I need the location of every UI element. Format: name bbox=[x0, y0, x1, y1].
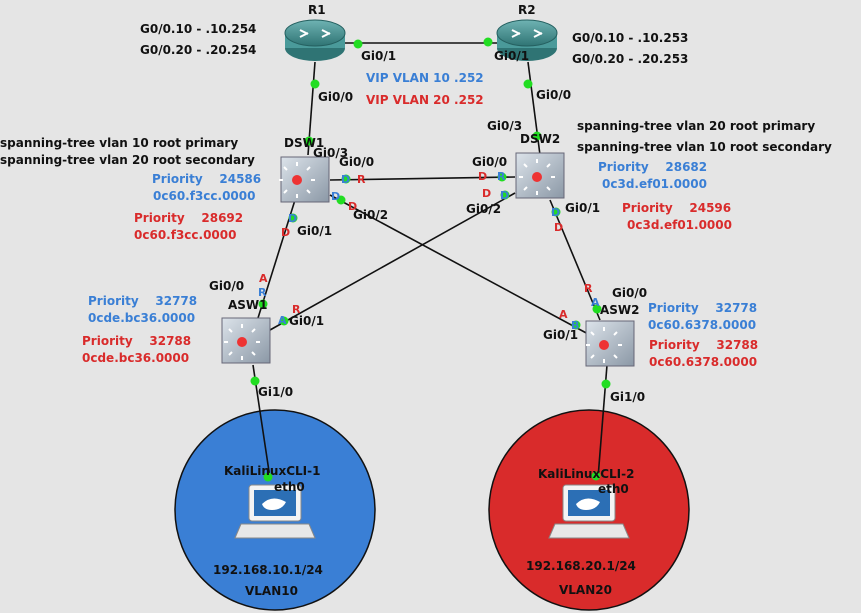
asw2-label: ASW2 bbox=[600, 303, 640, 317]
stp-role: D bbox=[281, 226, 290, 239]
port-label: Gi0/0 bbox=[536, 88, 571, 102]
asw1-mac-vlan10: 0cde.bc36.0000 bbox=[88, 311, 195, 325]
asw1-label: ASW1 bbox=[228, 298, 268, 312]
asw2-priority-vlan20: Priority 32788 bbox=[649, 338, 758, 352]
stp-role: R bbox=[292, 303, 301, 316]
link-dsw1-asw2[interactable] bbox=[329, 194, 591, 336]
dsw2-cfg2: spanning-tree vlan 10 root secondary bbox=[577, 140, 832, 154]
dsw1-priority-vlan20: Priority 28692 bbox=[134, 211, 243, 225]
stp-role: D bbox=[554, 221, 563, 234]
host1-name: KaliLinuxCLI-1 bbox=[224, 464, 320, 478]
stp-role: D bbox=[331, 190, 340, 203]
port-label: Gi0/0 bbox=[612, 286, 647, 300]
dsw1-cfg1: spanning-tree vlan 10 root primary bbox=[0, 136, 238, 150]
stp-role: D bbox=[341, 173, 350, 186]
host2-name: KaliLinuxCLI-2 bbox=[538, 467, 634, 481]
switch-asw1[interactable] bbox=[221, 317, 271, 364]
host1-iface: eth0 bbox=[274, 480, 305, 494]
port-label: Gi0/1 bbox=[494, 49, 529, 63]
port-label: Gi0/2 bbox=[466, 202, 501, 216]
stp-role: B bbox=[571, 319, 579, 332]
asw1-mac-vlan20: 0cde.bc36.0000 bbox=[82, 351, 189, 365]
port-label: Gi1/0 bbox=[258, 385, 293, 399]
port-label: Gi0/1 bbox=[361, 49, 396, 63]
stp-role: A bbox=[278, 314, 287, 327]
links bbox=[252, 42, 608, 479]
computer-icon-host1[interactable] bbox=[234, 484, 316, 539]
link-status-dots bbox=[250, 37, 611, 482]
dsw1-cfg2: spanning-tree vlan 20 root secondary bbox=[0, 153, 255, 167]
port-label: Gi0/0 bbox=[209, 279, 244, 293]
port-label: Gi0/1 bbox=[565, 201, 600, 215]
port-label: Gi1/0 bbox=[610, 390, 645, 404]
stp-role: A bbox=[591, 296, 600, 309]
stp-role: D bbox=[478, 170, 487, 183]
dsw2-priority-vlan10: Priority 28682 bbox=[598, 160, 707, 174]
dsw2-mac-vlan10: 0c3d.ef01.0000 bbox=[602, 177, 707, 191]
r2-label: R2 bbox=[518, 3, 536, 17]
asw2-mac-vlan10: 0c60.6378.0000 bbox=[648, 318, 756, 332]
port-label: Gi0/1 bbox=[543, 328, 578, 342]
dsw1-mac-vlan20: 0c60.f3cc.0000 bbox=[134, 228, 236, 242]
port-label: Gi0/3 bbox=[487, 119, 522, 133]
vip-vlan10: VIP VLAN 10 .252 bbox=[366, 71, 484, 85]
stp-role: R bbox=[497, 170, 506, 183]
host2-ip: 192.168.20.1/24 bbox=[526, 559, 636, 573]
stp-role: R bbox=[357, 173, 366, 186]
host1-vlan: VLAN10 bbox=[245, 584, 298, 598]
switch-asw2[interactable] bbox=[585, 320, 635, 367]
host1-ip: 192.168.10.1/24 bbox=[213, 563, 323, 577]
stp-role: D bbox=[500, 189, 509, 202]
dsw1-mac-vlan10: 0c60.f3cc.0000 bbox=[153, 189, 255, 203]
port-label: Gi0/1 bbox=[297, 224, 332, 238]
link-dsw1-dsw2[interactable] bbox=[329, 176, 516, 181]
dsw2-mac-vlan20: 0c3d.ef01.0000 bbox=[627, 218, 732, 232]
port-label: Gi0/2 bbox=[353, 208, 388, 222]
dsw2-cfg1: spanning-tree vlan 20 root primary bbox=[577, 119, 815, 133]
dsw2-label: DSW2 bbox=[520, 132, 560, 146]
r1-label: R1 bbox=[308, 3, 326, 17]
link-dsw2-asw2[interactable] bbox=[549, 199, 601, 321]
r1-subif2: G0/0.20 - .20.254 bbox=[140, 43, 256, 57]
link-dsw2-asw1[interactable] bbox=[269, 192, 516, 331]
computer-icon-host2[interactable] bbox=[548, 484, 630, 539]
port-label: Gi0/0 bbox=[318, 90, 353, 104]
dsw1-label: DSW1 bbox=[284, 136, 324, 150]
port-label: Gi0/0 bbox=[472, 155, 507, 169]
switch-dsw2[interactable] bbox=[515, 152, 565, 199]
stp-role: A bbox=[559, 308, 568, 321]
stp-role: D bbox=[348, 200, 357, 213]
host2-vlan: VLAN20 bbox=[559, 583, 612, 597]
dsw2-priority-vlan20: Priority 24596 bbox=[622, 201, 731, 215]
stp-role: D bbox=[482, 187, 491, 200]
router-r1[interactable] bbox=[284, 19, 346, 61]
stp-role: D bbox=[551, 206, 560, 219]
r2-subif2: G0/0.20 - .20.253 bbox=[572, 52, 688, 66]
router-arrows-icon bbox=[299, 29, 331, 38]
port-label: Gi0/0 bbox=[339, 155, 374, 169]
stp-role: R bbox=[258, 286, 267, 299]
vip-vlan20: VIP VLAN 20 .252 bbox=[366, 93, 484, 107]
stp-role: A bbox=[259, 272, 268, 285]
asw1-priority-vlan20: Priority 32788 bbox=[82, 334, 191, 348]
stp-role: R bbox=[584, 282, 593, 295]
asw1-priority-vlan10: Priority 32778 bbox=[88, 294, 197, 308]
host2-iface: eth0 bbox=[598, 482, 629, 496]
stp-role: D bbox=[288, 212, 297, 225]
r1-subif1: G0/0.10 - .10.254 bbox=[140, 22, 256, 36]
port-label: Gi0/1 bbox=[289, 314, 324, 328]
r2-subif1: G0/0.10 - .10.253 bbox=[572, 31, 688, 45]
dsw1-priority-vlan10: Priority 24586 bbox=[152, 172, 261, 186]
asw2-mac-vlan20: 0c60.6378.0000 bbox=[649, 355, 757, 369]
asw2-priority-vlan10: Priority 32778 bbox=[648, 301, 757, 315]
switch-dsw1[interactable] bbox=[279, 156, 330, 203]
router-r2[interactable] bbox=[496, 19, 558, 61]
router-arrows-icon bbox=[511, 29, 543, 38]
port-label: Gi0/3 bbox=[313, 146, 348, 160]
